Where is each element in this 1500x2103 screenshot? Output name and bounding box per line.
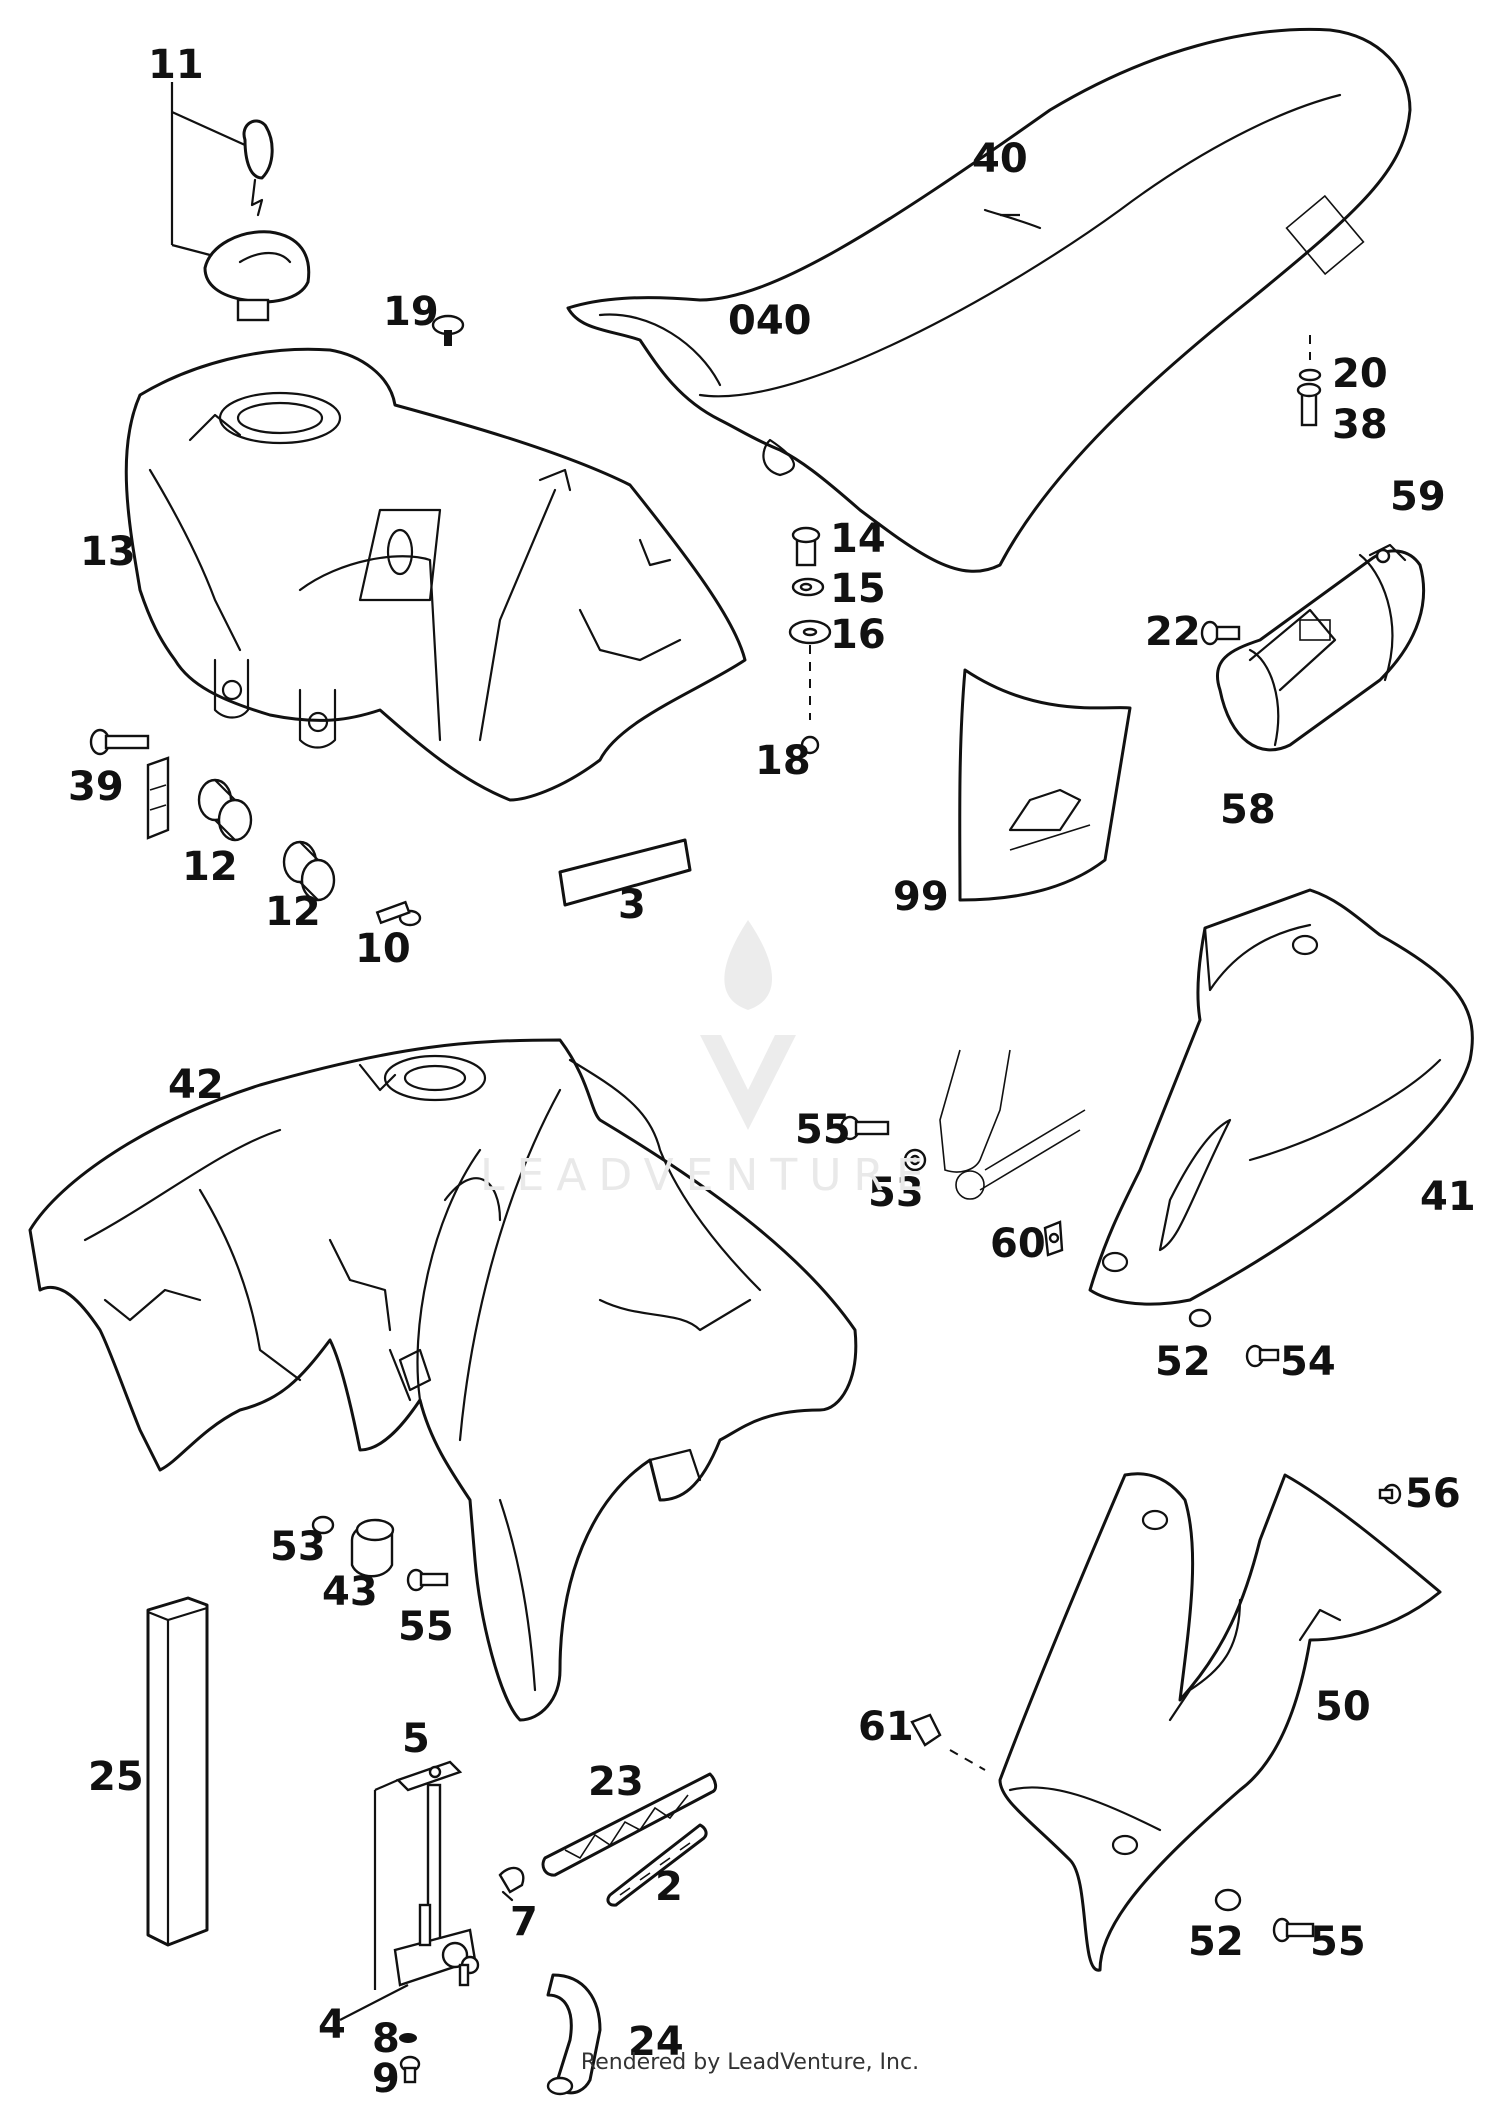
callout-7: 7 <box>510 1899 538 1945</box>
tool-bag[interactable] <box>1215 543 1426 752</box>
cover-screw[interactable] <box>1245 1344 1280 1368</box>
callout-25: 25 <box>88 1754 144 1800</box>
callout-61: 61 <box>858 1704 914 1750</box>
tank-bracket[interactable] <box>146 756 170 840</box>
rubber-grommet-2[interactable] <box>282 840 336 902</box>
tool-bag-bolt[interactable] <box>1200 620 1241 646</box>
panel-clip-nut[interactable] <box>910 1713 986 1771</box>
fuel-cap[interactable] <box>203 230 311 322</box>
callout-54: 54 <box>1280 1339 1336 1385</box>
spacer-nut[interactable] <box>311 1515 335 1535</box>
leader-lines <box>170 82 1020 257</box>
callout-55a: 55 <box>795 1107 851 1153</box>
watermark-logo <box>700 920 796 1130</box>
plug-screw[interactable] <box>431 314 465 346</box>
tank-shroud-assembly[interactable] <box>28 1038 858 1722</box>
fuel-hose[interactable] <box>606 1823 708 1907</box>
callout-15: 15 <box>830 566 886 612</box>
callout-19: 19 <box>383 289 439 335</box>
panel-washer[interactable] <box>1214 1888 1242 1912</box>
side-panel[interactable] <box>998 1472 1442 1972</box>
panel-bolt[interactable] <box>1272 1917 1315 1943</box>
callout-56: 56 <box>1405 1471 1461 1517</box>
callout-43: 43 <box>322 1569 378 1615</box>
callout-14: 14 <box>830 516 886 562</box>
callout-040: 040 <box>728 298 812 344</box>
callout-53b: 53 <box>270 1524 326 1570</box>
callout-4: 4 <box>318 2002 346 2048</box>
callout-39: 39 <box>68 764 124 810</box>
rubber-grommet[interactable] <box>197 778 253 842</box>
fuel-tap[interactable] <box>339 1760 480 2021</box>
breather-hose[interactable] <box>546 1973 602 2096</box>
callout-40: 40 <box>972 136 1028 182</box>
adhesive-strip[interactable] <box>558 838 692 907</box>
side-cover[interactable] <box>1088 888 1474 1306</box>
callout-labels: 11 19 40 040 20 38 13 14 15 16 59 22 18 … <box>68 42 1476 2102</box>
callout-99: 99 <box>893 874 949 920</box>
panel-screw-top[interactable] <box>1378 1483 1402 1505</box>
callout-60: 60 <box>990 1221 1046 1267</box>
tank-mount-bolt[interactable] <box>89 728 150 756</box>
hose-clip[interactable] <box>498 1866 525 1902</box>
ignition-key[interactable] <box>242 119 274 217</box>
callout-59: 59 <box>1390 474 1446 520</box>
callout-58: 58 <box>1220 787 1276 833</box>
ktm-decal-logo <box>1008 788 1091 851</box>
seat-bolt[interactable] <box>1296 335 1322 427</box>
callout-41: 41 <box>1420 1174 1476 1220</box>
callout-22: 22 <box>1145 609 1201 655</box>
callout-12a: 12 <box>182 844 238 890</box>
foam-strip[interactable] <box>146 1596 209 1947</box>
callout-2: 2 <box>655 1864 683 1910</box>
spacer-bolt[interactable] <box>406 1568 449 1592</box>
callout-3: 3 <box>618 882 646 928</box>
callout-55c: 55 <box>1310 1919 1366 1965</box>
callout-52a: 52 <box>1155 1339 1211 1385</box>
callout-10: 10 <box>355 926 411 972</box>
callout-9: 9 <box>372 2056 400 2102</box>
callout-52b: 52 <box>1188 1919 1244 1965</box>
mount-bolt-small[interactable] <box>375 900 422 927</box>
callout-8: 8 <box>372 2016 400 2062</box>
callout-55b: 55 <box>398 1604 454 1650</box>
ktm-decal[interactable] <box>958 668 1132 902</box>
shroud-bolt[interactable] <box>839 1115 890 1141</box>
fuel-tank[interactable] <box>124 347 747 802</box>
callout-12b: 12 <box>265 889 321 935</box>
cover-washer[interactable] <box>1188 1308 1212 1328</box>
callout-16: 16 <box>830 612 886 658</box>
tap-washer[interactable] <box>399 2033 417 2043</box>
callout-42: 42 <box>168 1062 224 1108</box>
callout-53a: 53 <box>868 1170 924 1216</box>
shroud-nut[interactable] <box>903 1148 927 1172</box>
callout-13: 13 <box>80 529 136 575</box>
seat[interactable] <box>566 27 1412 573</box>
mount-hardware-stack[interactable] <box>788 526 832 755</box>
callout-11: 11 <box>148 42 204 88</box>
tap-screw[interactable] <box>399 2055 421 2084</box>
render-credit: Rendered by LeadVenture, Inc. <box>580 2050 920 2075</box>
callout-23: 23 <box>588 1759 644 1805</box>
callout-5: 5 <box>402 1716 430 1762</box>
watermark-text: LEADVENTURE <box>480 1150 936 1201</box>
callout-18: 18 <box>755 738 811 784</box>
callout-24: 24 <box>628 2019 684 2065</box>
frame-bracket-outline <box>939 1049 1086 1200</box>
fuel-hose-sleeve[interactable] <box>541 1772 718 1877</box>
ktm-seat-logo <box>1285 194 1365 276</box>
spring-clip[interactable] <box>1043 1220 1064 1257</box>
rubber-spacer[interactable] <box>350 1518 395 1578</box>
callout-38: 38 <box>1332 402 1388 448</box>
callout-50: 50 <box>1315 1684 1371 1730</box>
callout-20: 20 <box>1332 351 1388 397</box>
